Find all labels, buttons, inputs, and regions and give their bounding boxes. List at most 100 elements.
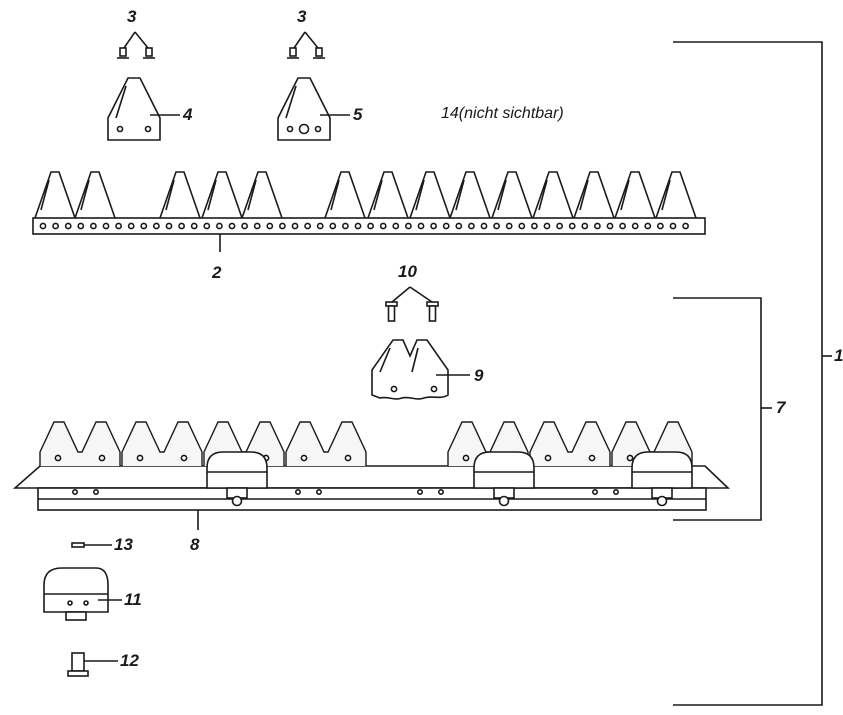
guard-plate-11	[43, 567, 122, 621]
bar2-blade-edge	[620, 179, 630, 211]
bar2-hole	[644, 222, 652, 230]
label-14: 14(nicht sichtbar)	[441, 105, 564, 122]
bar2-blade-edge	[661, 179, 671, 211]
bar2-hole	[657, 222, 664, 230]
blade-bar-2	[32, 171, 706, 252]
assembly-blade-hole	[626, 454, 634, 462]
bar2-hole	[556, 222, 563, 230]
label-3-right: 3	[297, 7, 307, 26]
label-1: 1	[834, 346, 843, 365]
bar2-hole	[64, 222, 72, 230]
bar2-hole	[594, 222, 601, 230]
bar2-hole	[669, 222, 677, 230]
bar2-hole	[165, 222, 173, 230]
bar2-hole	[39, 222, 47, 230]
label-3-left: 3	[127, 7, 137, 26]
bar2-hole	[682, 222, 689, 230]
bar2-blade-edge	[40, 179, 50, 211]
assembly-bar-hole	[72, 488, 79, 495]
bar2-blade-edge	[80, 179, 90, 211]
bar2-blade	[159, 171, 201, 219]
label-12: 12	[120, 651, 139, 670]
bar2-blade-edge	[247, 179, 257, 211]
assembly-guard	[206, 451, 268, 489]
assembly-guard-bolt	[498, 495, 510, 507]
bar2-hole	[493, 222, 500, 230]
assembly-bar-hole	[416, 488, 423, 495]
assembly-bar-hole	[437, 488, 444, 495]
assembly-guard-bolt	[231, 495, 243, 507]
bar2-blade	[532, 171, 574, 219]
bar2-hole	[631, 222, 639, 230]
bar2-hole	[417, 222, 425, 230]
bar2-hole	[480, 222, 488, 230]
bar2-hole	[190, 222, 198, 230]
bar2-hole	[241, 222, 248, 230]
bar2-blade-edge	[455, 179, 465, 211]
bar2-hole	[581, 222, 589, 230]
label-10: 10	[398, 262, 417, 281]
assembly-blade-hole	[180, 454, 188, 462]
bar2-hole	[367, 222, 374, 230]
bracket-7	[673, 297, 772, 521]
label-7: 7	[776, 398, 786, 417]
bar2-blade	[409, 171, 451, 219]
assembly-guard	[473, 451, 535, 489]
bar2-hole	[329, 222, 337, 230]
bar2-blade	[491, 171, 533, 219]
assembly-blade	[529, 421, 611, 466]
blade-4	[107, 77, 180, 141]
bar2-hole	[430, 222, 437, 230]
assembly-bar-hole	[612, 488, 619, 495]
bar2-blade	[449, 171, 491, 219]
bar2-hole	[442, 222, 450, 230]
bar2-hole	[531, 222, 538, 230]
bar2-hole	[102, 222, 110, 230]
bar2-hole	[316, 222, 324, 230]
bar2-blade	[573, 171, 615, 219]
bar2-hole	[354, 222, 362, 230]
bolts-10	[385, 286, 439, 322]
blade-5	[277, 77, 350, 141]
bar2-blade-edge	[373, 179, 383, 211]
bar2-hole	[341, 222, 349, 230]
bar2-blade	[367, 171, 409, 219]
assembly-blade	[121, 421, 203, 466]
assembly-blade-hole	[300, 454, 308, 462]
label-2: 2	[212, 263, 222, 282]
assembly-blade	[39, 421, 121, 466]
bar2-hole	[127, 222, 135, 230]
bar2-hole	[77, 222, 85, 230]
label-13: 13	[114, 535, 133, 554]
bar2-hole	[505, 222, 513, 230]
bar2-hole	[215, 222, 223, 230]
bar2-hole	[304, 222, 311, 230]
assembly-blade-hole	[344, 454, 352, 462]
bar2-blade	[324, 171, 366, 219]
bar2-hole	[278, 222, 286, 230]
bar2-blade	[655, 171, 697, 219]
bar2-blade	[74, 171, 116, 219]
bar2-hole	[379, 222, 387, 230]
label-9: 9	[474, 366, 484, 385]
assembly-bar-hole	[294, 488, 301, 495]
bar2-hole	[291, 222, 299, 230]
bar2-blade	[34, 171, 76, 219]
bar2-hole	[606, 222, 614, 230]
assembly-blade-hole	[98, 454, 106, 462]
bar2-hole	[518, 222, 526, 230]
label-8: 8	[190, 535, 200, 554]
bar2-hole	[178, 222, 185, 230]
bar2-blade-edge	[165, 179, 175, 211]
bar2-hole	[115, 222, 122, 230]
assembly-blade-hole	[54, 454, 62, 462]
assembly-bar-hole	[591, 488, 598, 495]
bar2-hole	[140, 222, 148, 230]
bar2-blade-edge	[579, 179, 589, 211]
rivets-3-right	[287, 31, 325, 59]
double-blade-9	[371, 339, 470, 400]
bar2-blade-edge	[415, 179, 425, 211]
assembly-guard	[631, 451, 693, 489]
